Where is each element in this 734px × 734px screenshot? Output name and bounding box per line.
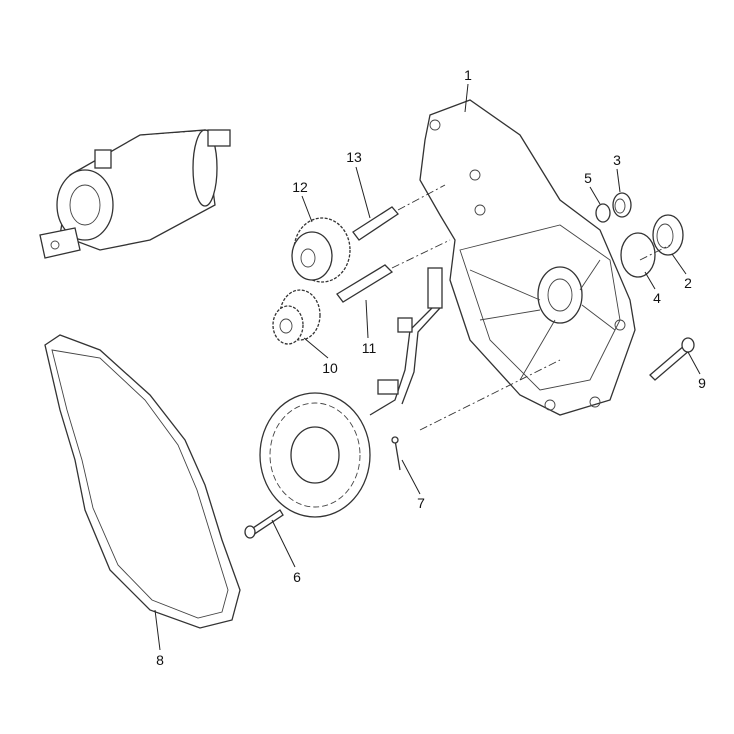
shaft-lower-part — [336, 264, 394, 303]
stator-bolt-part — [244, 509, 284, 539]
starter-motor — [39, 129, 231, 259]
shaft-upper-part — [352, 206, 399, 241]
callout-6: 6 — [293, 569, 301, 585]
wire-harness — [369, 267, 443, 416]
gasket-part — [44, 334, 241, 629]
callout-4: 4 — [653, 290, 661, 306]
o-ring-large-part — [620, 232, 656, 278]
callout-11: 11 — [361, 340, 377, 356]
callout-13: 13 — [346, 149, 362, 165]
idle-gear-large-part — [291, 217, 351, 283]
callout-12: 12 — [292, 179, 308, 195]
callout-10: 10 — [322, 360, 338, 376]
callout-8: 8 — [156, 652, 164, 668]
stator-part — [259, 392, 371, 518]
oil-seal-part — [652, 214, 684, 256]
plug-part — [612, 192, 632, 218]
callout-7: 7 — [417, 495, 425, 511]
cover-bolt-part — [649, 337, 695, 381]
callout-2: 2 — [684, 275, 692, 291]
callout-9: 9 — [698, 375, 706, 391]
clamp-screw-part — [391, 436, 401, 471]
cover-part — [419, 99, 636, 416]
callout-1: 1 — [464, 67, 472, 83]
idle-gear-small-part — [272, 289, 321, 345]
callout-3: 3 — [613, 152, 621, 168]
callout-5: 5 — [584, 170, 592, 186]
o-ring-small-part — [595, 203, 611, 223]
